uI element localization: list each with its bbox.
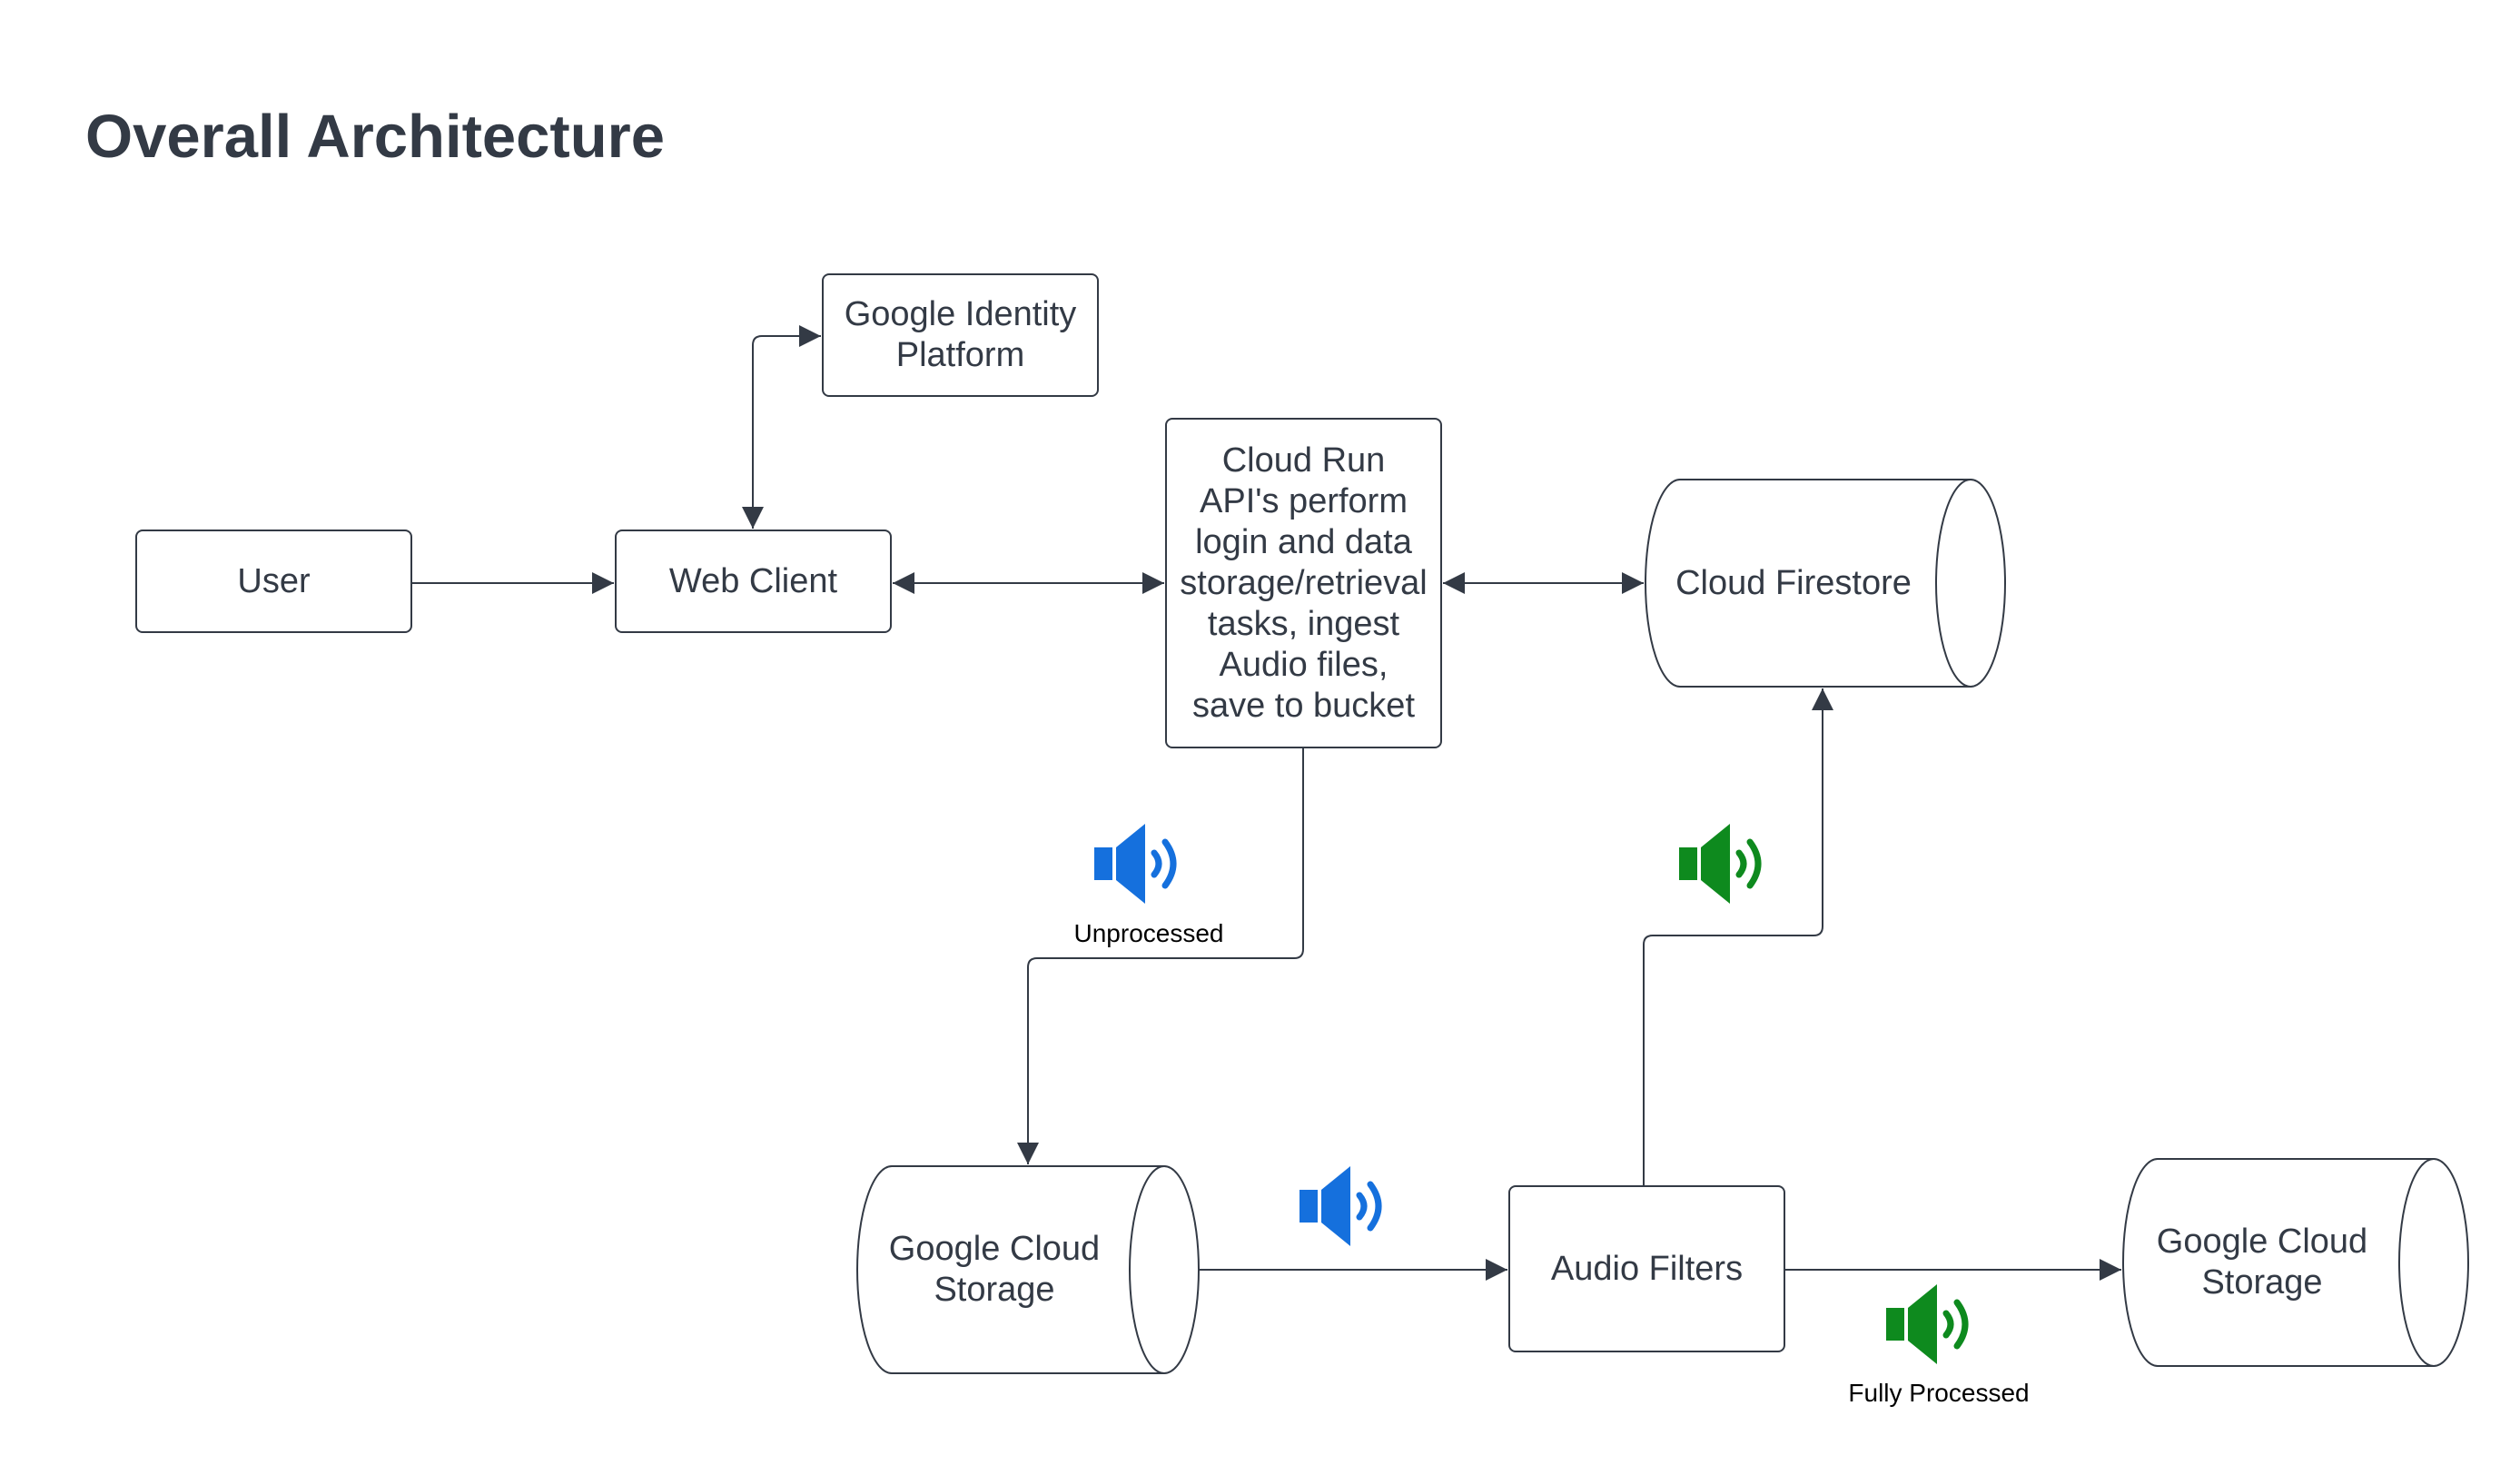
identity-platform-node bbox=[822, 273, 1099, 397]
identity-platform-label: Google Identity Platform bbox=[844, 295, 1077, 374]
edge-audiofilters-firestore bbox=[1643, 688, 1833, 1186]
gcs-input-label: Google Cloud Storage bbox=[888, 1230, 1101, 1309]
fully-processed-caption: Fully Processed bbox=[1848, 1379, 2030, 1407]
cloud-run-label: Cloud Run API's perform login and data s… bbox=[1180, 441, 1428, 725]
gcs-output-label: Google Cloud Storage bbox=[2156, 1223, 2368, 1302]
speaker-icon bbox=[1094, 824, 1177, 904]
web-client-label: Web Client bbox=[668, 561, 838, 600]
speaker-icon bbox=[1300, 1166, 1382, 1246]
unprocessed-caption: Unprocessed bbox=[1073, 919, 1224, 947]
gcs-input-node bbox=[856, 1165, 1200, 1374]
firestore-label: Cloud Firestore bbox=[1675, 563, 1912, 602]
speaker-icon bbox=[1679, 824, 1762, 904]
audio-filters-label: Audio Filters bbox=[1550, 1249, 1744, 1288]
speaker-icon bbox=[1886, 1284, 1969, 1364]
edge-webclient-identity bbox=[742, 325, 821, 529]
user-node bbox=[135, 530, 412, 633]
web-client-node bbox=[615, 530, 892, 633]
user-label: User bbox=[237, 561, 311, 600]
diagram-title: Overall Architecture bbox=[85, 103, 666, 171]
edge-cloudrun-gcs bbox=[1017, 747, 1304, 1164]
gcs-output-node bbox=[2122, 1158, 2469, 1367]
firestore-node bbox=[1645, 479, 2006, 688]
